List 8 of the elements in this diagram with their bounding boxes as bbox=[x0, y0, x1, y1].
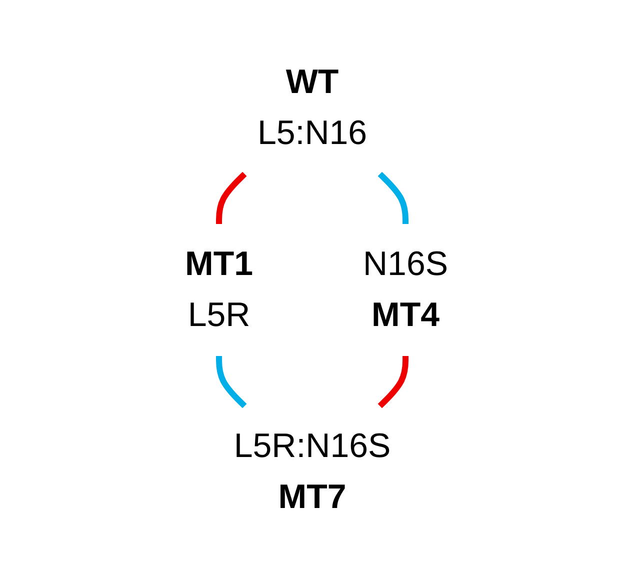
connector bbox=[378, 171, 409, 224]
node-text: L5R:N16S MT7 bbox=[234, 426, 392, 516]
connector bbox=[216, 171, 248, 224]
connector bbox=[378, 356, 409, 408]
node-text: MT1 L5R bbox=[185, 244, 254, 334]
node-text: N16S MT4 bbox=[363, 244, 449, 334]
connector bbox=[216, 356, 248, 408]
node-text: WT L5:N16 bbox=[258, 62, 368, 152]
